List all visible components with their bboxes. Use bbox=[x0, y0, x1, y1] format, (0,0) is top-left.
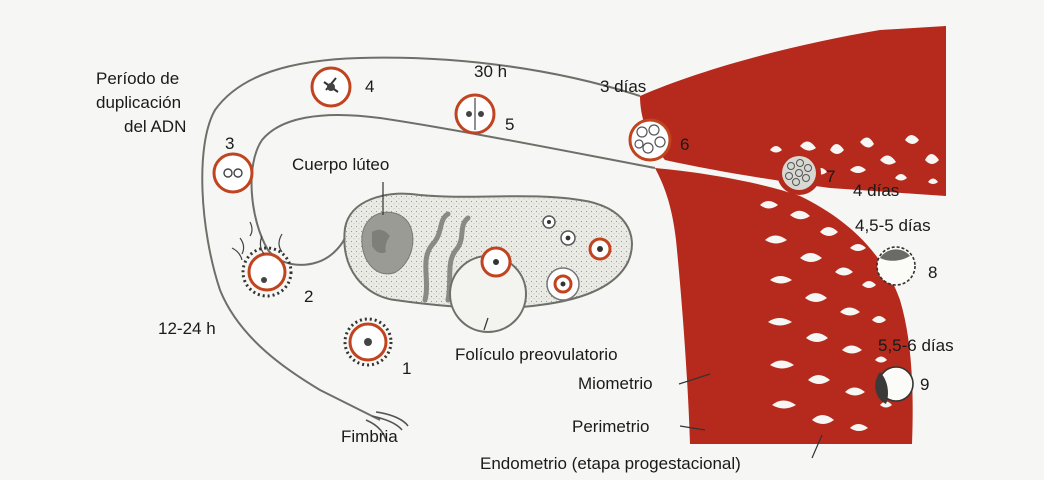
uterus-upper-wall bbox=[640, 26, 946, 196]
label-30h: 30 h bbox=[474, 62, 507, 81]
label-perimetrio: Perimetrio bbox=[572, 417, 649, 436]
label-endometrio: Endometrio (etapa progestacional) bbox=[480, 454, 741, 473]
label-periodo-line1: Período de bbox=[96, 69, 179, 88]
label-fimbria: Fimbria bbox=[341, 427, 398, 446]
stage-number-8: 8 bbox=[928, 263, 937, 282]
uterine-tube bbox=[201, 56, 656, 421]
ovulation-track bbox=[422, 211, 471, 303]
ovarian-follicles bbox=[542, 215, 612, 301]
stage-number-9: 9 bbox=[920, 375, 929, 394]
corpus-luteum bbox=[361, 211, 414, 275]
preovulatory-follicle bbox=[449, 246, 527, 333]
label-cuerpo-luteo: Cuerpo lúteo bbox=[292, 155, 389, 174]
stage-number-4: 4 bbox=[365, 77, 374, 96]
uterus-lower-wall bbox=[655, 168, 913, 444]
stage-6-morula bbox=[628, 118, 672, 162]
stage-number-7: 7 bbox=[826, 167, 835, 186]
ovary bbox=[317, 192, 633, 333]
stage-3-pronuclei bbox=[212, 152, 254, 194]
leader-lines bbox=[382, 182, 823, 459]
stage-7-compact-morula bbox=[777, 151, 821, 195]
stage-number-1: 1 bbox=[402, 359, 411, 378]
label-5-6-dias: 5,5-6 días bbox=[878, 336, 954, 355]
stage-5-two-cell bbox=[454, 93, 496, 135]
label-4-dias: 4 días bbox=[853, 181, 899, 200]
stage-number-5: 5 bbox=[505, 115, 514, 134]
stage-9-implantation bbox=[875, 366, 914, 404]
label-12-24h: 12-24 h bbox=[158, 319, 216, 338]
label-periodo-line2: duplicación bbox=[96, 93, 181, 112]
stage-4-cleavage bbox=[310, 66, 352, 108]
stage-1-oocyte bbox=[343, 317, 393, 367]
label-foliculo: Folículo preovulatorio bbox=[455, 345, 618, 364]
stage-number-3: 3 bbox=[225, 134, 234, 153]
label-4-5-dias: 4,5-5 días bbox=[855, 216, 931, 235]
label-3-dias: 3 días bbox=[600, 77, 646, 96]
stage-2-fertilization bbox=[231, 221, 293, 298]
endometrium-glands bbox=[760, 201, 892, 431]
stage-number-6: 6 bbox=[680, 135, 689, 154]
label-periodo-line3: del ADN bbox=[124, 117, 186, 136]
stage-8-blastocyst bbox=[876, 246, 916, 286]
stage-number-2: 2 bbox=[304, 287, 313, 306]
fimbria bbox=[365, 411, 409, 441]
label-miometrio: Miometrio bbox=[578, 374, 653, 393]
